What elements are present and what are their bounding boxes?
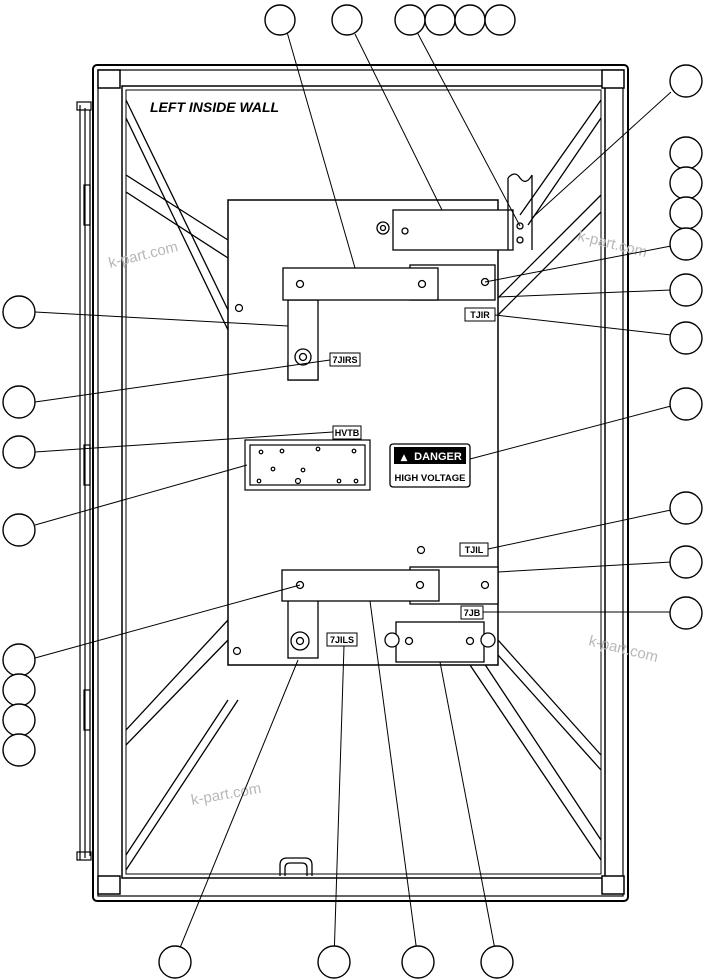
callout-balloon [264,4,296,36]
label-tjils: 7JILS [330,635,354,645]
label-hvtb: HVTB [335,428,360,438]
callout-balloon [2,643,36,677]
callout-balloon [669,166,703,200]
cabinet-frame [92,64,629,902]
watermark-1: k-part.com [107,238,180,272]
callout-balloon [2,295,36,329]
label-tjir: TJIR [470,310,490,320]
lower-bus-bar [281,566,499,659]
callout-balloon [2,673,36,707]
callout-balloon [2,385,36,419]
warning-icon: ▲ [401,453,408,463]
callout-balloon [669,596,703,630]
callout-balloon [158,945,192,979]
danger-body: HIGH VOLTAGE [395,473,466,484]
callout-balloon [2,435,36,469]
callout-balloon [317,945,351,979]
callout-balloon [394,4,426,36]
callout-balloon [669,136,703,170]
callout-balloon [2,703,36,737]
callout-balloon [669,545,703,579]
callout-balloon [669,196,703,230]
label-tjirs: 7JIRS [332,355,357,365]
watermark-4: k-part.com [190,780,263,809]
callout-balloon [484,4,516,36]
label-tjil-tag: TJIL [459,542,489,557]
label-tjir-tag: TJIR [464,307,496,322]
label-tjb: 7JB [464,608,481,618]
callout-balloon [669,227,703,261]
panel-screws [232,303,426,656]
label-hvtb-tag: HVTB [332,425,362,440]
callout-balloon [669,273,703,307]
callout-balloon [480,945,514,979]
callout-balloon [401,945,435,979]
callout-balloon [669,64,703,98]
label-tjirs-tag: 7JIRS [329,352,361,367]
terminal-block [244,439,371,491]
label-tjil: TJIL [465,545,484,555]
callout-balloon [2,513,36,547]
callout-balloon [669,491,703,525]
callout-balloon [669,387,703,421]
label-tjils-tag: 7JILS [326,632,358,647]
callout-balloon [331,4,363,36]
leader-lines [34,31,672,961]
callout-balloon [454,4,486,36]
watermark-2: k-part.com [576,227,649,261]
hinge-strip [76,101,92,861]
callout-balloons [2,4,703,979]
diagonal-braces [125,99,602,871]
danger-header: DANGER [414,451,462,463]
bottom-right-bracket [384,621,496,663]
callout-balloon [669,321,703,355]
label-tjb-tag: 7JB [460,605,484,620]
bottom-handle [279,857,313,876]
top-right-bracket [376,173,533,251]
danger-sign: ▲ DANGER HIGH VOLTAGE [389,443,471,488]
callout-balloon [2,733,36,767]
upper-bus-bar [282,264,496,381]
callout-balloon [424,4,456,36]
frame-corners [97,69,625,895]
wall-title: LEFT INSIDE WALL [150,99,279,115]
